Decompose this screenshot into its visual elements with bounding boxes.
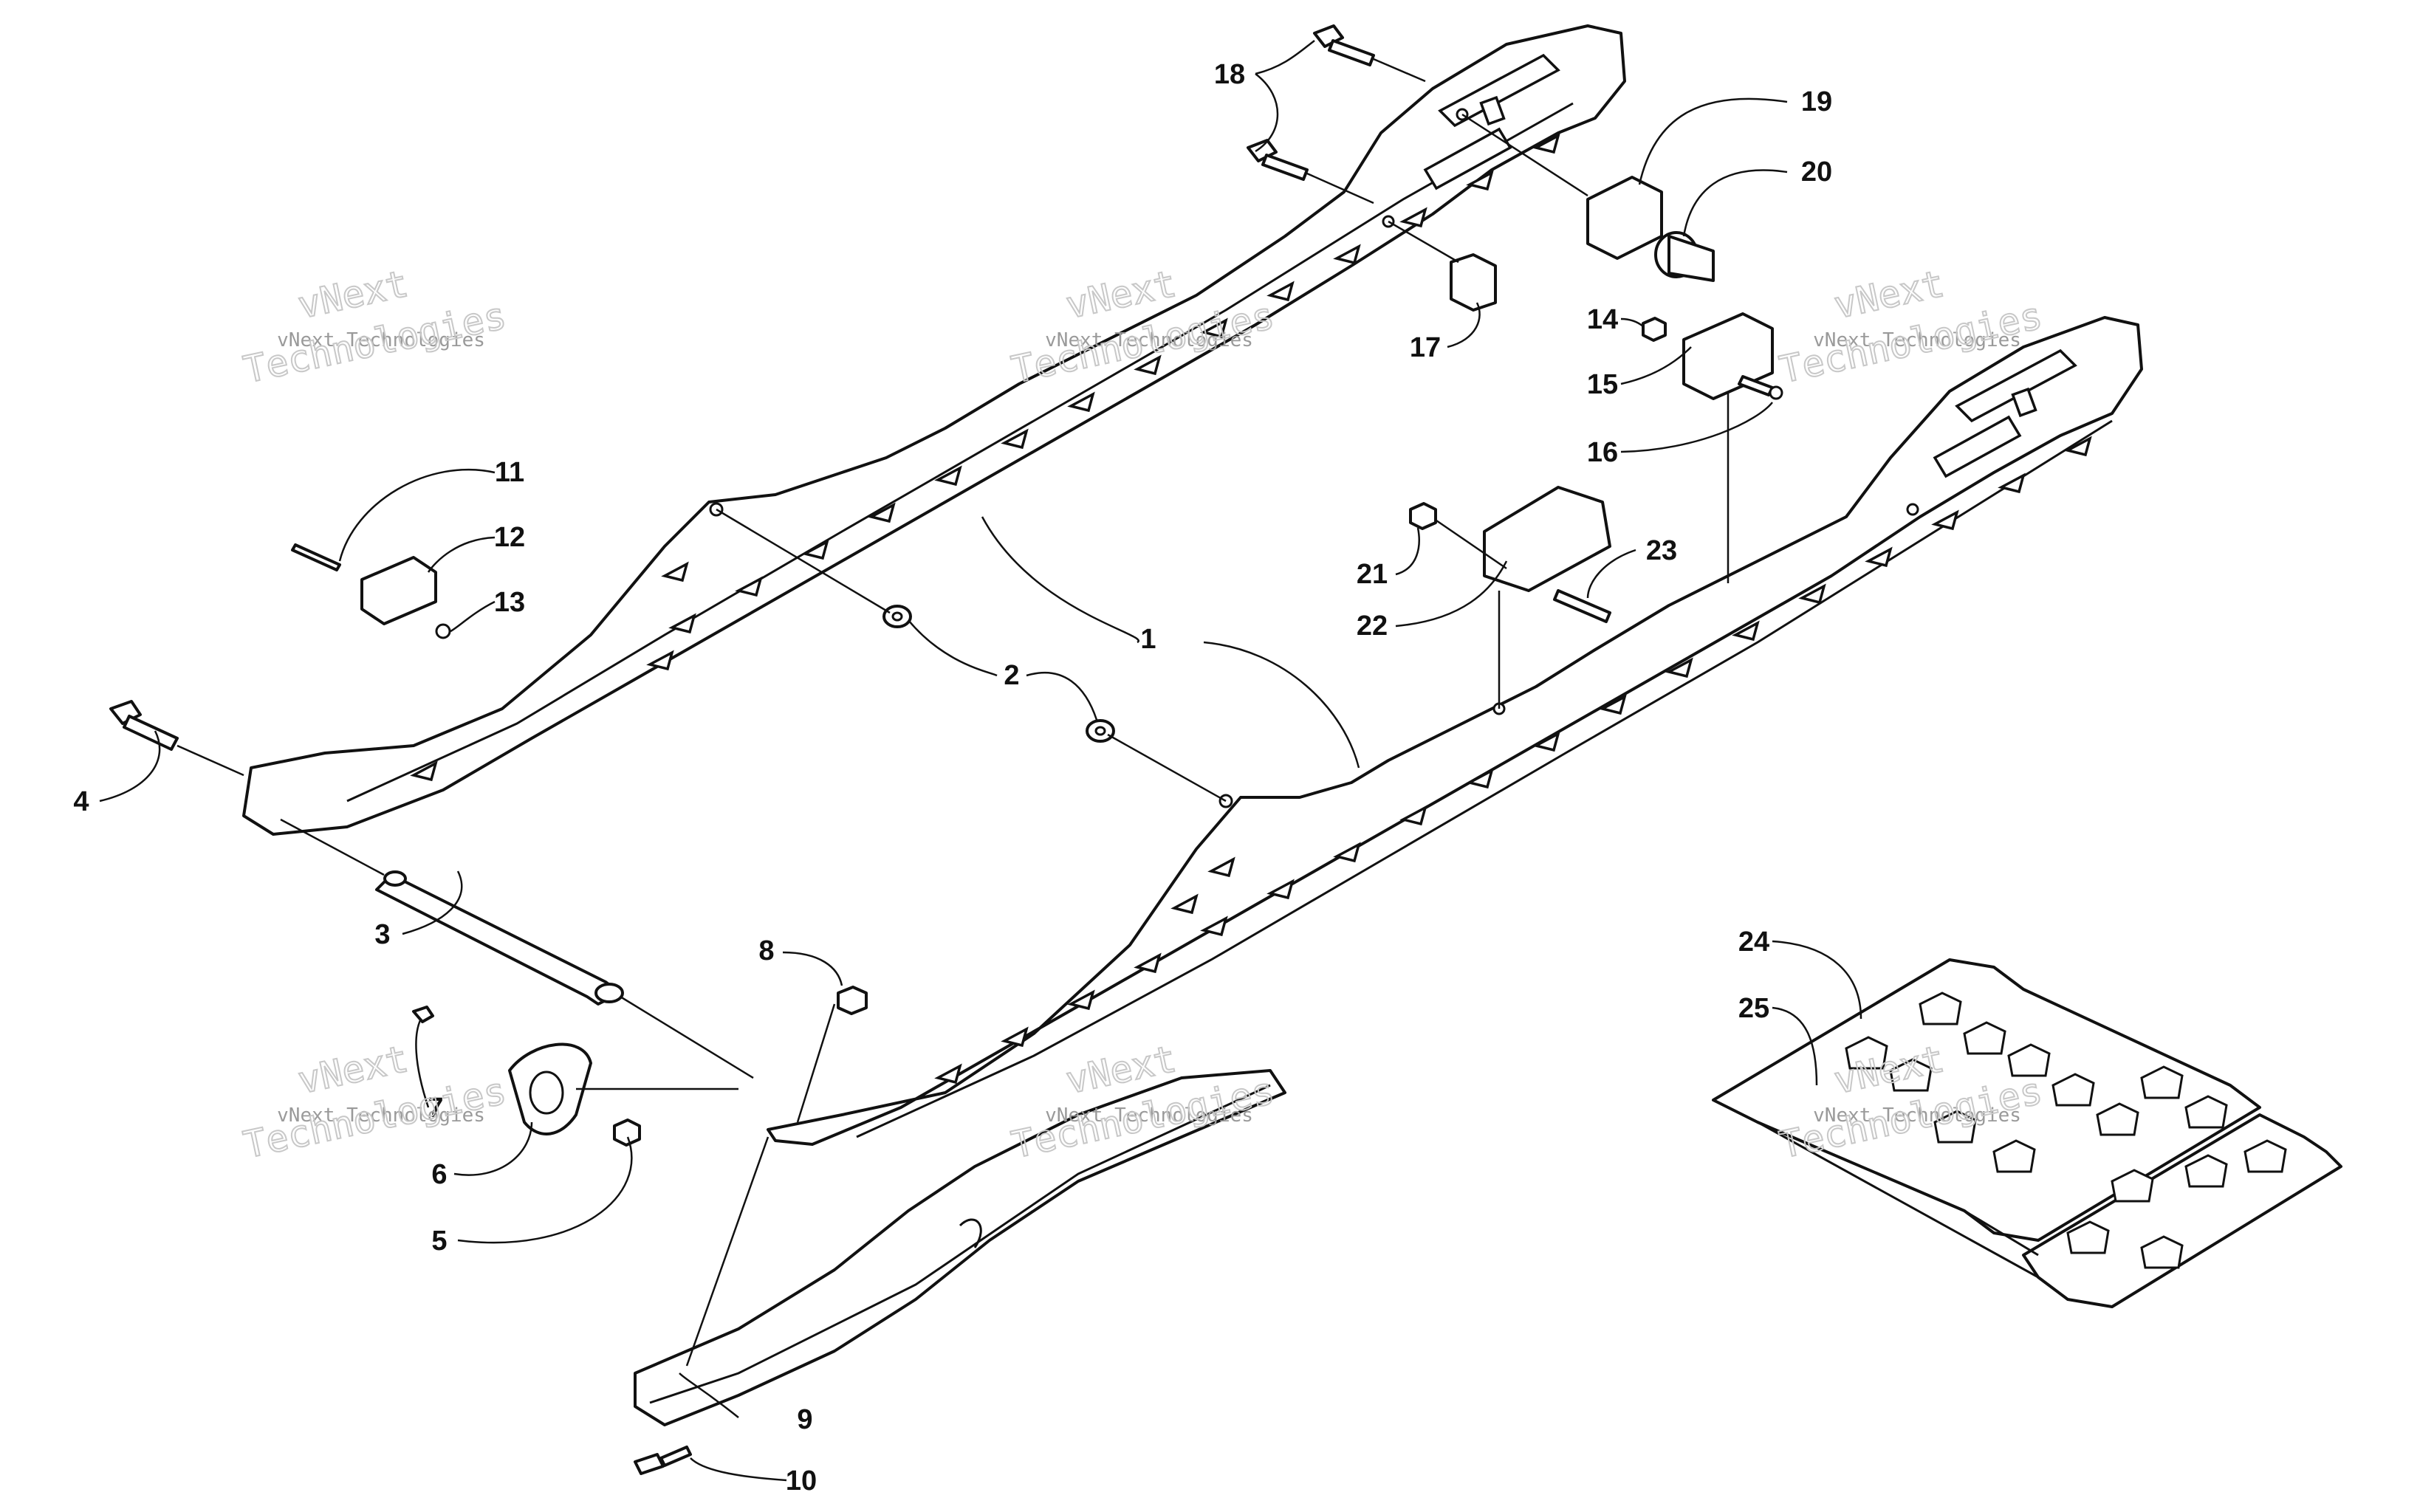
callout-3: 3: [374, 919, 390, 950]
callout-6: 6: [431, 1159, 447, 1190]
callout-20: 20: [1801, 157, 1832, 188]
watermark-bottom-left: vNext vNext Technologies Technologies: [239, 1037, 510, 1167]
callout-8: 8: [758, 935, 774, 966]
callout-13: 13: [494, 587, 525, 618]
callout-4: 4: [73, 786, 89, 817]
rail-far: [242, 24, 1626, 836]
rail-near-windows: [934, 436, 2092, 1085]
callout-25: 25: [1738, 993, 1769, 1024]
rail-near: [767, 316, 2143, 1146]
watermark-top-left: vNext vNext Technologies Technologies: [239, 261, 510, 392]
callout-18: 18: [1214, 59, 1245, 90]
callout-1: 1: [1140, 624, 1156, 655]
callout-19: 19: [1801, 86, 1832, 117]
callouts: 1 2 3 4 5 6 7 8 9 10 11 12 13 14 15 16 1…: [73, 59, 1832, 1496]
svg-text:vNext Technologies: vNext Technologies: [1813, 329, 2021, 351]
svg-text:vNext Technologies: vNext Technologies: [277, 1104, 485, 1127]
leader-lines: [99, 40, 1862, 1482]
hardware: [109, 24, 1783, 1475]
svg-text:vNext Technologies: vNext Technologies: [277, 329, 485, 351]
callout-22: 22: [1357, 611, 1388, 642]
rail-far-windows: [410, 133, 1560, 782]
callout-16: 16: [1587, 437, 1618, 468]
callout-17: 17: [1410, 332, 1441, 363]
assembly-lines: [176, 58, 1730, 1367]
callout-21: 21: [1357, 559, 1388, 590]
track-section: [1712, 958, 2342, 1308]
callout-9: 9: [797, 1404, 812, 1435]
callout-12: 12: [494, 522, 525, 553]
callout-5: 5: [431, 1226, 447, 1257]
svg-text:vNext Technologies: vNext Technologies: [1045, 1104, 1253, 1127]
callout-15: 15: [1587, 369, 1618, 400]
callout-2: 2: [1004, 660, 1019, 691]
callout-10: 10: [786, 1465, 817, 1496]
track-lugs: [1845, 992, 2287, 1269]
callout-23: 23: [1646, 535, 1677, 566]
svg-text:vNext Technologies: vNext Technologies: [1045, 329, 1253, 351]
callout-7: 7: [428, 1093, 443, 1124]
callout-24: 24: [1738, 927, 1769, 958]
callout-11: 11: [495, 457, 524, 488]
wear-strip: [634, 1069, 1286, 1426]
callout-14: 14: [1587, 304, 1618, 335]
svg-text:vNext Technologies: vNext Technologies: [1813, 1104, 2021, 1127]
